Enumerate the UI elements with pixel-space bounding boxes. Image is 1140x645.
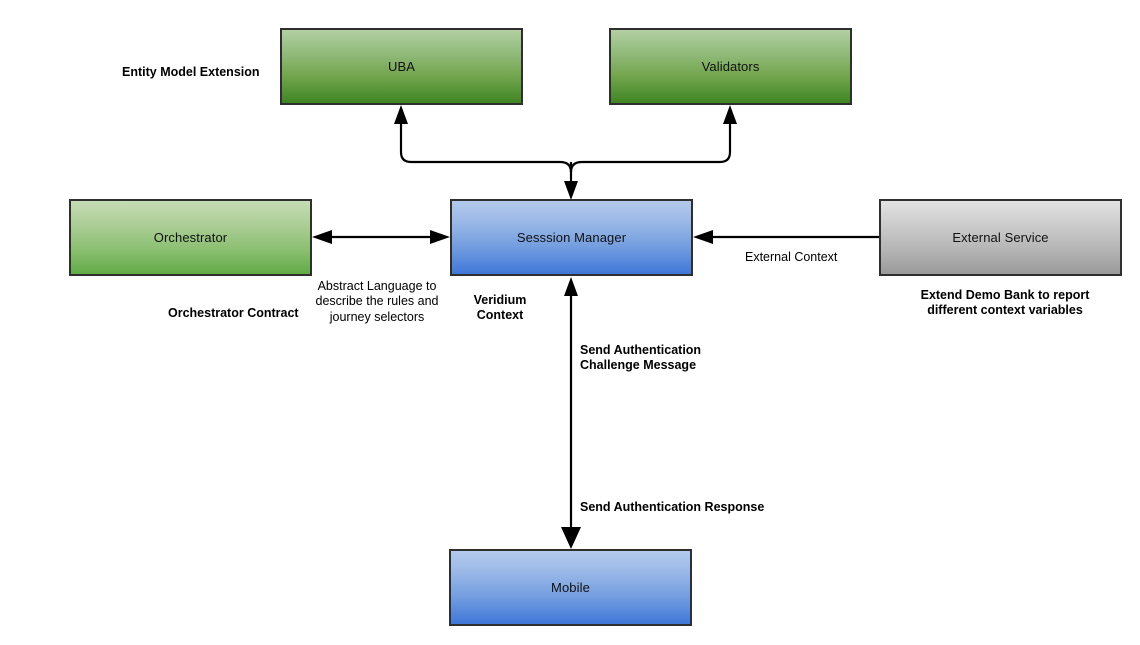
node-validators[interactable]: Validators xyxy=(609,28,852,105)
edge-orchestrator-session xyxy=(312,230,450,244)
annotation-send-auth-challenge-text: Send Authentication Challenge Message xyxy=(580,343,702,373)
edge-segment-left-run xyxy=(399,151,573,173)
arrowhead-session-manager-top xyxy=(564,181,578,200)
edge-session-to-uba-validators xyxy=(394,105,737,200)
annotation-entity-model-extension: Entity Model Extension xyxy=(122,65,260,80)
annotation-orchestrator-contract: Orchestrator Contract xyxy=(168,306,299,321)
node-external-service-label: External Service xyxy=(952,229,1049,245)
annotation-abstract-language-text: Abstract Language to describe the rules … xyxy=(315,279,439,324)
node-orchestrator[interactable]: Orchestrator xyxy=(69,199,312,276)
annotation-abstract-language: Abstract Language to describe the rules … xyxy=(313,279,441,325)
annotation-extend-demo-bank-text: Extend Demo Bank to report different con… xyxy=(920,288,1090,318)
node-orchestrator-label: Orchestrator xyxy=(153,229,228,245)
node-uba[interactable]: UBA xyxy=(280,28,523,105)
node-mobile[interactable]: Mobile xyxy=(449,549,692,626)
node-uba-label: UBA xyxy=(387,58,416,74)
arrowhead-session-manager-right xyxy=(693,230,713,244)
node-external-service[interactable]: External Service xyxy=(879,199,1122,276)
arrowhead-uba xyxy=(394,105,408,124)
edge-segment-right-run xyxy=(569,151,732,173)
edge-external-service-session xyxy=(693,230,879,244)
node-validators-label: Validators xyxy=(701,58,760,74)
annotation-veridium-context-text: Veridium Context xyxy=(473,293,527,323)
edge-session-mobile xyxy=(561,277,581,549)
annotation-external-context: External Context xyxy=(745,250,837,265)
annotation-veridium-context: Veridium Context xyxy=(463,293,537,324)
annotation-send-auth-response-text: Send Authentication Response xyxy=(580,500,765,514)
annotation-send-auth-challenge: Send Authentication Challenge Message xyxy=(580,343,710,374)
arrowhead-orchestrator xyxy=(312,230,332,244)
annotation-extend-demo-bank: Extend Demo Bank to report different con… xyxy=(916,288,1094,319)
node-session-manager-label: Sesssion Manager xyxy=(516,229,627,245)
annotation-send-auth-response: Send Authentication Response xyxy=(580,500,764,515)
node-session-manager[interactable]: Sesssion Manager xyxy=(450,199,693,276)
annotation-orchestrator-contract-text: Orchestrator Contract xyxy=(168,306,299,320)
arrowhead-mobile-top xyxy=(561,527,581,549)
node-mobile-label: Mobile xyxy=(551,579,590,595)
arrowhead-session-manager-left xyxy=(430,230,450,244)
annotation-external-context-text: External Context xyxy=(745,250,838,264)
annotation-entity-model-extension-text: Entity Model Extension xyxy=(122,65,260,79)
arrowhead-validators xyxy=(723,105,737,124)
arrowhead-session-manager-bottom xyxy=(564,277,578,296)
